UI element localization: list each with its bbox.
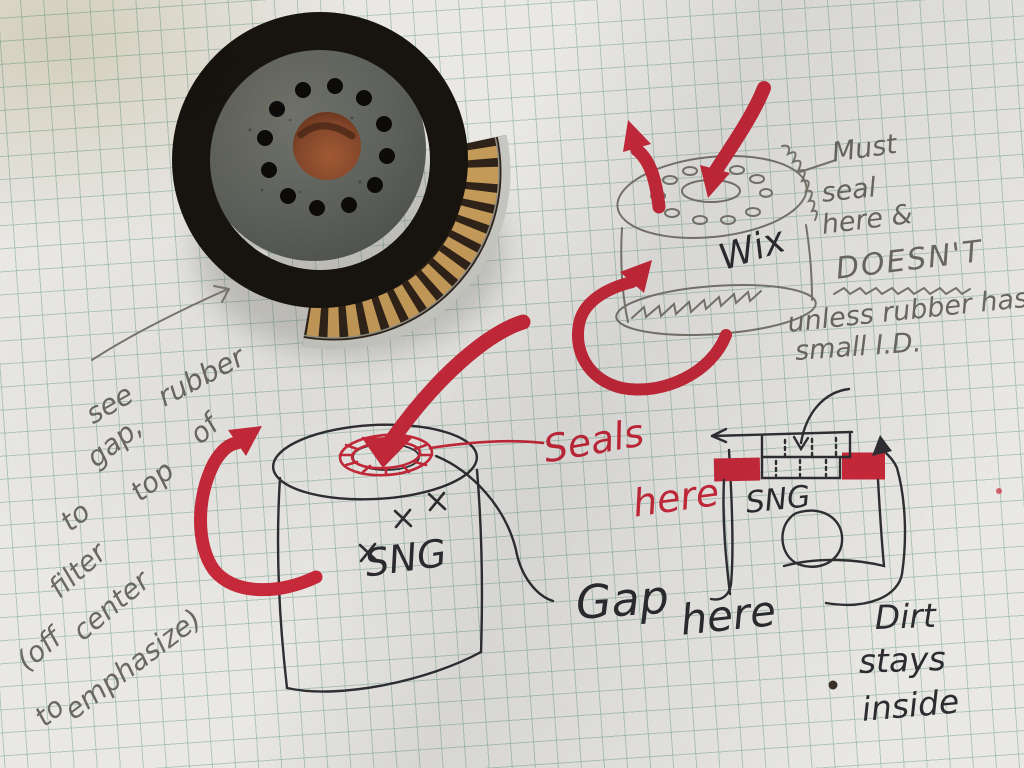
red-speck [996, 488, 1002, 494]
red-arrow-out-of-wix [623, 120, 666, 214]
sng-filter-sketch [271, 423, 734, 693]
arrow-into-outlet [792, 387, 851, 452]
note-gap-here-word-1: Gap [574, 569, 671, 630]
gap-here-leader-from-section [709, 448, 734, 601]
note-gap-here-word-2: here [678, 586, 779, 645]
red-arrow-into-wix [700, 81, 771, 198]
wix-top-holes [650, 165, 773, 225]
must-seal-leader-line [799, 159, 837, 173]
gap-here-leader-from-sng [434, 454, 555, 603]
wix-seam-squiggle [781, 144, 818, 221]
red-circular-arrow-wix [572, 260, 732, 396]
red-arrow-into-sng [362, 314, 531, 468]
rubber-gasket-ring [172, 12, 468, 308]
sng-section-label: SNG [744, 479, 813, 521]
metal-rim [298, 130, 511, 350]
red-seal-bars [713, 452, 885, 482]
dirt-path-arrow [824, 435, 907, 606]
dirt-blob [781, 509, 844, 568]
wix-crimp-zigzag [631, 290, 762, 319]
center-tube-hole [293, 112, 361, 180]
seals-here-leader-line [428, 439, 545, 450]
mounting-plate-line [710, 430, 854, 438]
wix-base [615, 284, 817, 336]
filter-neck-rect [760, 455, 842, 480]
dirt-speck-dot [828, 680, 838, 690]
note-dirt-line-1: Dirt [874, 595, 937, 637]
x-marks [358, 491, 447, 563]
red-circular-arrow-sng [194, 426, 323, 597]
pleated-filter-media [298, 130, 511, 350]
outlet-stub [760, 432, 852, 459]
plate-left-arrowhead [710, 427, 728, 444]
cross-section-sketch [710, 387, 907, 690]
doesnt-underline-squiggle [833, 286, 971, 296]
wix-filter-sketch [615, 144, 971, 336]
filter-photo [172, 12, 511, 356]
section-body-right [782, 478, 886, 568]
section-body-left [722, 478, 732, 596]
pencil-arrow-to-photo [91, 285, 230, 361]
note-dirt-line-2: stays [858, 638, 947, 681]
red-marker-annotations [194, 81, 1002, 597]
end-cap-holes [257, 78, 395, 216]
